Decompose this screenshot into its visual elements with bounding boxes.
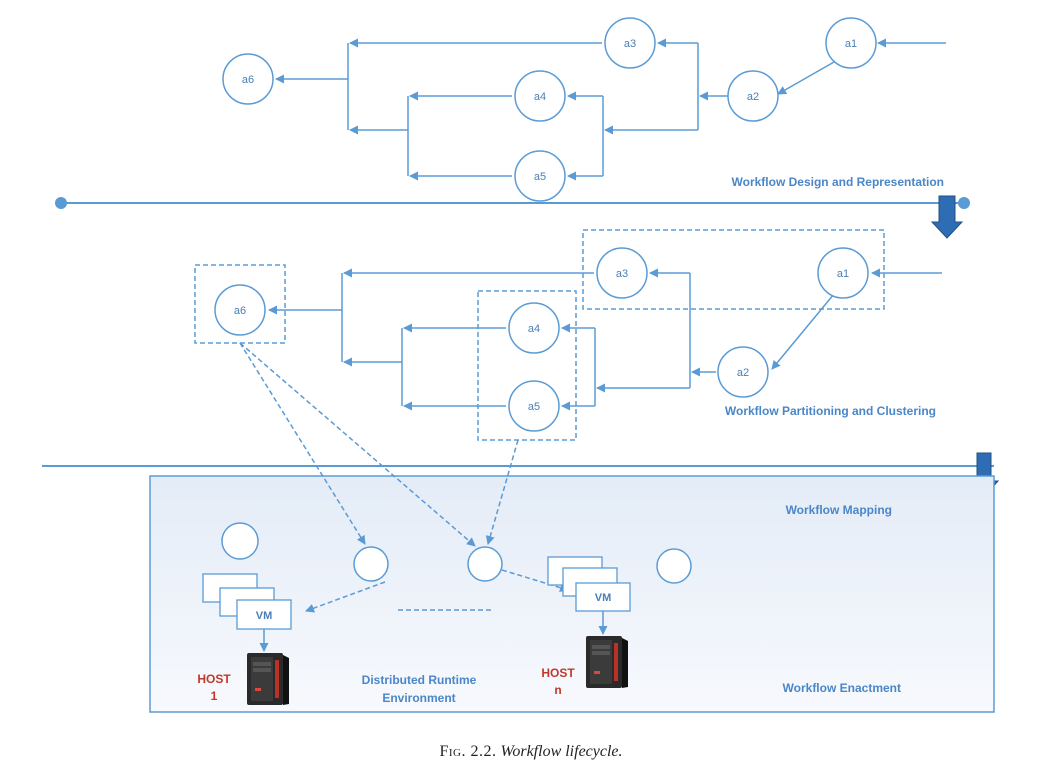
- cluster-box-a4-a5: [477, 290, 577, 441]
- slot-circle-2: [353, 546, 389, 582]
- figure-caption: Fig. 2.2. Workflow lifecycle.: [0, 743, 1062, 761]
- vm-label-host1: VM: [256, 610, 273, 622]
- design-section: [222, 17, 946, 202]
- partition-node-labels: a1 a2 a3 a4 a5 a6: [234, 268, 849, 413]
- partition-label-a6: a6: [234, 305, 246, 317]
- caption-figure-number: Fig. 2.2.: [439, 743, 497, 760]
- design-node-a1: [825, 17, 877, 69]
- stage-arrow-1-icon: [930, 195, 964, 239]
- design-node-labels: a1 a2 a3 a4 a5 a6: [242, 38, 857, 183]
- runtime-title-line1: Distributed Runtime: [362, 673, 477, 687]
- partition-node-a1: [817, 247, 869, 299]
- design-node-a2: [727, 70, 779, 122]
- vm-box-host1: [236, 599, 292, 630]
- design-node-a6: [222, 53, 274, 105]
- mapping-arrow-a4a5-slot3: [485, 439, 519, 545]
- vm-stack-host1: [202, 573, 292, 630]
- host1-computer-icon: [247, 653, 289, 705]
- design-node-a4: [514, 70, 566, 122]
- design-node-a3: [604, 17, 656, 69]
- host1-label-line2: 1: [211, 689, 218, 703]
- runtime-title-line2: Environment: [382, 691, 455, 705]
- design-edge-a1-a2: [777, 61, 835, 95]
- mapping-arrow-a6-slot3: [239, 342, 476, 547]
- design-label-a4: a4: [534, 91, 546, 103]
- partition-node-a2: [717, 346, 769, 398]
- host1-slot-circle: [221, 522, 259, 560]
- partition-label-a5: a5: [528, 401, 540, 413]
- design-label-a6: a6: [242, 74, 254, 86]
- separator-1-end-dot: [958, 197, 970, 209]
- caption-title: Workflow lifecycle.: [500, 743, 623, 760]
- partition-edge-a1-a2: [771, 293, 835, 370]
- slot-circle-4: [656, 548, 692, 584]
- design-node-a5: [514, 150, 566, 202]
- design-title: Workflow Design and Representation: [732, 175, 944, 189]
- hostn-computer-icon: [586, 636, 628, 688]
- design-label-a3: a3: [624, 38, 636, 50]
- design-label-a2: a2: [747, 91, 759, 103]
- vm-stack-hostn: [547, 556, 631, 612]
- workflow-lifecycle-diagram: a1 a2 a3 a4 a5 a6 Workflow Design and Re…: [42, 17, 1000, 713]
- mapping-title: Workflow Mapping: [786, 503, 892, 517]
- design-label-a1: a1: [845, 38, 857, 50]
- partition-node-a6: [214, 284, 266, 336]
- enactment-title: Workflow Enactment: [783, 681, 901, 695]
- partition-node-a4: [508, 302, 560, 354]
- partition-label-a2: a2: [737, 367, 749, 379]
- slot-circle-3: [467, 546, 503, 582]
- partition-label-a3: a3: [616, 268, 628, 280]
- cluster-box-a1-a3: [582, 229, 885, 310]
- partition-label-a4: a4: [528, 323, 540, 335]
- mapping-arrow-slot3-vm: [501, 569, 569, 592]
- partition-title: Workflow Partitioning and Clustering: [725, 404, 936, 418]
- partition-node-a5: [508, 380, 560, 432]
- mapping-arrows: [239, 342, 569, 613]
- vm-box-hostn: [575, 582, 631, 612]
- partition-section: [194, 229, 942, 441]
- hostn-label-line1: HOST: [541, 666, 575, 680]
- mapping-arrow-slot2-vm: [305, 581, 386, 613]
- hostn-label-line2: n: [554, 683, 561, 697]
- design-label-a5: a5: [534, 171, 546, 183]
- separator-1-start-dot: [55, 197, 67, 209]
- partition-label-a1: a1: [837, 268, 849, 280]
- partition-node-a3: [596, 247, 648, 299]
- separator-1: [55, 197, 970, 209]
- runtime-slots: [221, 522, 692, 584]
- vm-label-hostn: VM: [595, 592, 612, 604]
- host1-label-line1: HOST: [197, 672, 231, 686]
